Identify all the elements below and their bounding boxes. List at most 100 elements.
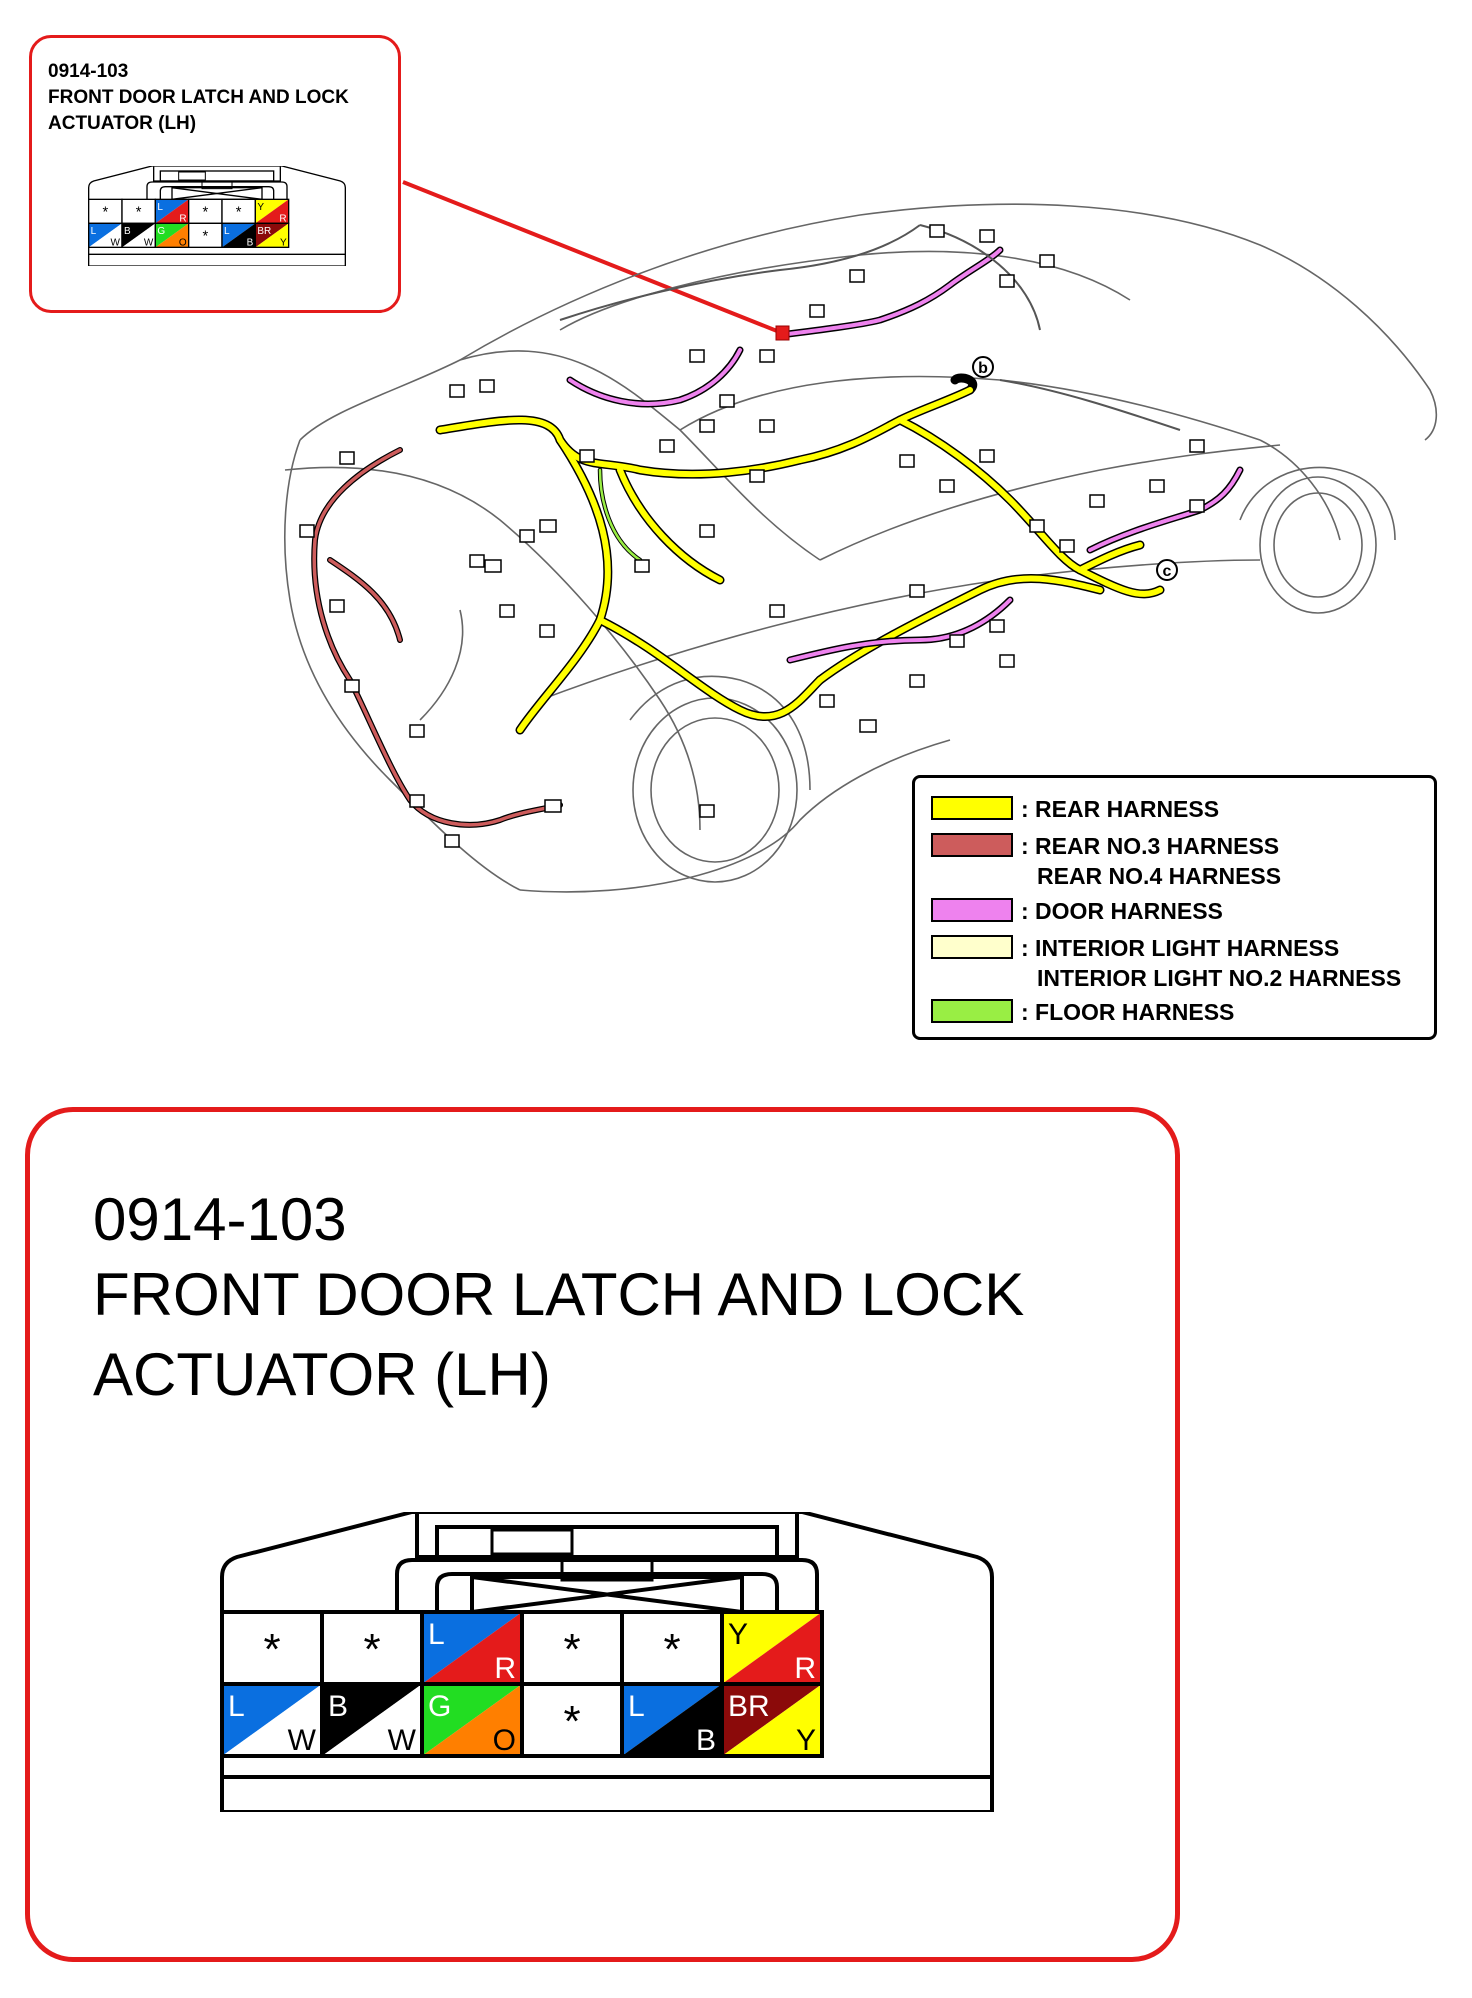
legend-label-rear-no3: : REAR NO.3 HARNESS: [1021, 833, 1280, 859]
small-connector-callout: 0914-103 FRONT DOOR LATCH AND LOCK ACTUA…: [29, 35, 401, 313]
legend-label-interior-light-no2: INTERIOR LIGHT NO.2 HARNESS: [1037, 965, 1402, 991]
legend-swatch-floor: [931, 999, 1013, 1023]
small-connector-pin-bottom-5: LB: [221, 222, 256, 248]
unused-pin-symbol: *: [663, 1625, 680, 1674]
wire-color-lower: B: [247, 237, 254, 248]
small-connector-pin-top-3: LR: [154, 198, 190, 224]
small-connector-pin-bottom-4: *: [187, 222, 223, 248]
marker-c: c: [1156, 559, 1178, 581]
large-connector-pin-bottom-5: LB: [620, 1682, 724, 1758]
harness-legend: : REAR HARNESS : REAR NO.3 HARNESS REAR …: [912, 775, 1437, 1040]
large-connector-pin-bottom-3: GO: [420, 1682, 524, 1758]
wire-color-lower: W: [144, 237, 154, 248]
large-connector-pin-top-3: LR: [420, 1610, 524, 1686]
legend-swatch-rear-no3: [931, 833, 1013, 857]
legend-label-interior-light: : INTERIOR LIGHT HARNESS: [1021, 935, 1340, 961]
rear-harness-fill: [437, 387, 1163, 733]
wire-color-upper: B: [124, 226, 131, 237]
unused-pin-symbol: *: [102, 205, 108, 221]
unused-pin-symbol: *: [202, 205, 208, 221]
wire-color-upper: L: [157, 202, 163, 213]
legend-swatch-rear: [931, 796, 1013, 820]
large-connector-pin-top-6: YR: [720, 1610, 824, 1686]
small-connector-latch-frame: [159, 170, 275, 182]
large-connector-pin-bottom-2: BW: [320, 1682, 424, 1758]
wire-color-upper: G: [157, 226, 165, 237]
wire-color-upper: L: [428, 1618, 445, 1651]
large-connector-lock-cross-b: [471, 1575, 743, 1614]
wire-color-upper: L: [91, 226, 97, 237]
unused-pin-symbol: *: [263, 1625, 280, 1674]
small-connector-latch-slot: [178, 171, 206, 181]
interior-light-harness: [559, 224, 1181, 431]
large-connector-pin-top-2: *: [320, 1610, 424, 1686]
large-connector-pin-bottom-1: LW: [220, 1682, 324, 1758]
large-callout-name-line1: FRONT DOOR LATCH AND LOCK: [93, 1261, 1025, 1328]
legend-swatch-door: [931, 898, 1013, 922]
unused-pin-symbol: *: [563, 1697, 580, 1746]
small-callout-name-line1: FRONT DOOR LATCH AND LOCK: [48, 87, 349, 108]
rear-no3-harness: [311, 447, 563, 828]
marker-c-label: c: [1163, 563, 1172, 580]
legend-swatch-interior-light: [931, 935, 1013, 959]
large-connector-pin-bottom-4: *: [520, 1682, 624, 1758]
small-connector-lock-cross-b: [171, 187, 263, 200]
wire-color-lower: R: [794, 1652, 816, 1685]
small-connector-pin-top-4: *: [187, 198, 223, 224]
large-callout-name-line2: ACTUATOR (LH): [93, 1341, 551, 1408]
wire-color-upper: L: [628, 1690, 645, 1723]
rear-no3-harness-fill: [312, 448, 562, 827]
large-connector-lock-inner: [435, 1572, 779, 1612]
highlighted-connector-0914-103: [775, 325, 790, 341]
wire-color-lower: W: [388, 1724, 417, 1757]
wire-color-upper: BR: [257, 226, 271, 237]
large-connector-callout: 0914-103 FRONT DOOR LATCH AND LOCK ACTUA…: [25, 1107, 1180, 1962]
wire-color-upper: G: [428, 1690, 451, 1723]
callout-leader-line: [402, 180, 783, 335]
marker-b: b: [972, 356, 994, 378]
wire-color-upper: Y: [257, 202, 264, 213]
rear-harness: [435, 373, 1165, 735]
wire-color-lower: R: [279, 213, 286, 224]
small-connector-pin-bottom-1: LW: [88, 222, 123, 248]
large-connector-pin-top-4: *: [520, 1610, 624, 1686]
large-connector-pin-bottom-6: BR Y: [720, 1682, 824, 1758]
wire-color-lower: W: [111, 237, 121, 248]
small-connector-pin-bottom-2: BW: [121, 222, 156, 248]
wire-color-upper: L: [228, 1690, 245, 1723]
large-connector-pin-top-5: *: [620, 1610, 724, 1686]
wire-color-lower: B: [696, 1724, 716, 1757]
wire-color-upper: BR: [728, 1690, 770, 1723]
car-body-outline: [284, 203, 1438, 893]
wire-color-lower: Y: [796, 1724, 816, 1757]
small-callout-code: 0914-103: [48, 61, 129, 82]
small-connector-pin-top-6: YR: [254, 198, 290, 224]
large-connector-latch-frame: [435, 1525, 779, 1559]
wire-color-lower: Y: [280, 237, 287, 248]
unused-pin-symbol: *: [563, 1625, 580, 1674]
floor-harness-fill: [598, 468, 642, 562]
legend-label-floor: : FLOOR HARNESS: [1021, 999, 1235, 1025]
unused-pin-symbol: *: [363, 1625, 380, 1674]
wire-color-lower: R: [179, 213, 186, 224]
legend-label-rear-no4: REAR NO.4 HARNESS: [1037, 863, 1282, 889]
large-connector-lock-outline: [395, 1558, 819, 1612]
connector-blocks: [299, 224, 1205, 848]
wire-color-upper: L: [224, 226, 230, 237]
legend-label-door: : DOOR HARNESS: [1021, 898, 1223, 924]
small-connector-pin-top-5: *: [221, 198, 256, 224]
large-connector-pin-top-1: *: [220, 1610, 324, 1686]
small-connector-lock-inner: [159, 186, 275, 200]
wire-color-lower: O: [179, 237, 187, 248]
small-connector-pin-bottom-3: GO: [154, 222, 190, 248]
wire-color-lower: W: [288, 1724, 317, 1757]
unused-pin-symbol: *: [136, 205, 142, 221]
small-connector-pin-top-2: *: [121, 198, 156, 224]
marker-b-label: b: [978, 360, 988, 377]
unused-pin-symbol: *: [236, 205, 242, 221]
unused-pin-symbol: *: [202, 229, 208, 245]
